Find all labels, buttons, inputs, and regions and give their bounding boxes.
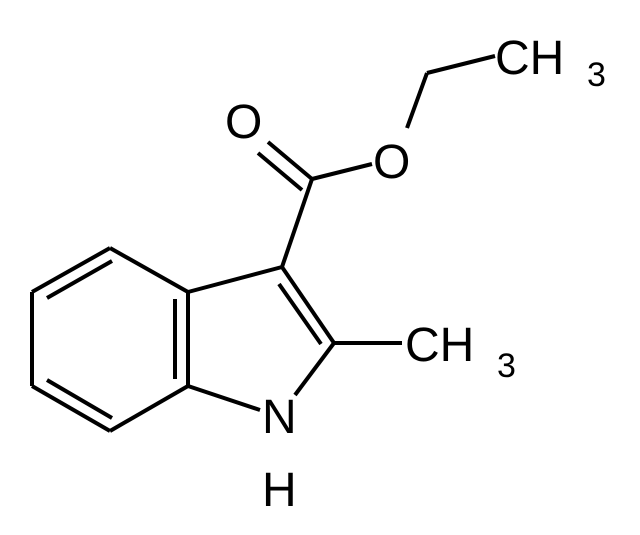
carbonyl-oxygen-label: O	[225, 96, 262, 149]
bond-c3-c2-inner	[277, 282, 323, 346]
ester-oxygen-label: O	[373, 136, 410, 189]
bond-benzene-bottom	[31, 384, 111, 433]
methyl-subscript-label: 3	[497, 347, 516, 385]
bond-ch2-ch3	[426, 54, 496, 75]
bond-c3-c2	[280, 265, 336, 345]
bond-benzene-lower-right	[109, 384, 189, 433]
bond-c3-carbonyl-c	[280, 178, 314, 268]
bond-carbonyl-c-ester-o	[311, 162, 373, 181]
nh-hydrogen-label: H	[262, 464, 297, 517]
nitrogen-label: N	[262, 391, 297, 444]
bond-benzene-top-inner	[46, 259, 113, 300]
methyl-ch-label: CH	[405, 319, 474, 372]
bond-ester-o-ch2	[405, 72, 429, 129]
bond-c3a-c3	[187, 265, 283, 294]
bond-carbonyl-co-2	[256, 151, 304, 192]
ethyl-ch-label: CH	[495, 32, 564, 85]
bond-benzene-top	[31, 246, 111, 294]
bond-benzene-upper-right	[109, 246, 189, 294]
bond-n-c7a	[187, 384, 261, 412]
ethyl-subscript-label: 3	[587, 56, 606, 94]
bond-benzene-bottom-inner	[45, 378, 114, 420]
bond-c2-n	[293, 341, 336, 397]
bond-carbonyl-co-1	[266, 140, 314, 181]
